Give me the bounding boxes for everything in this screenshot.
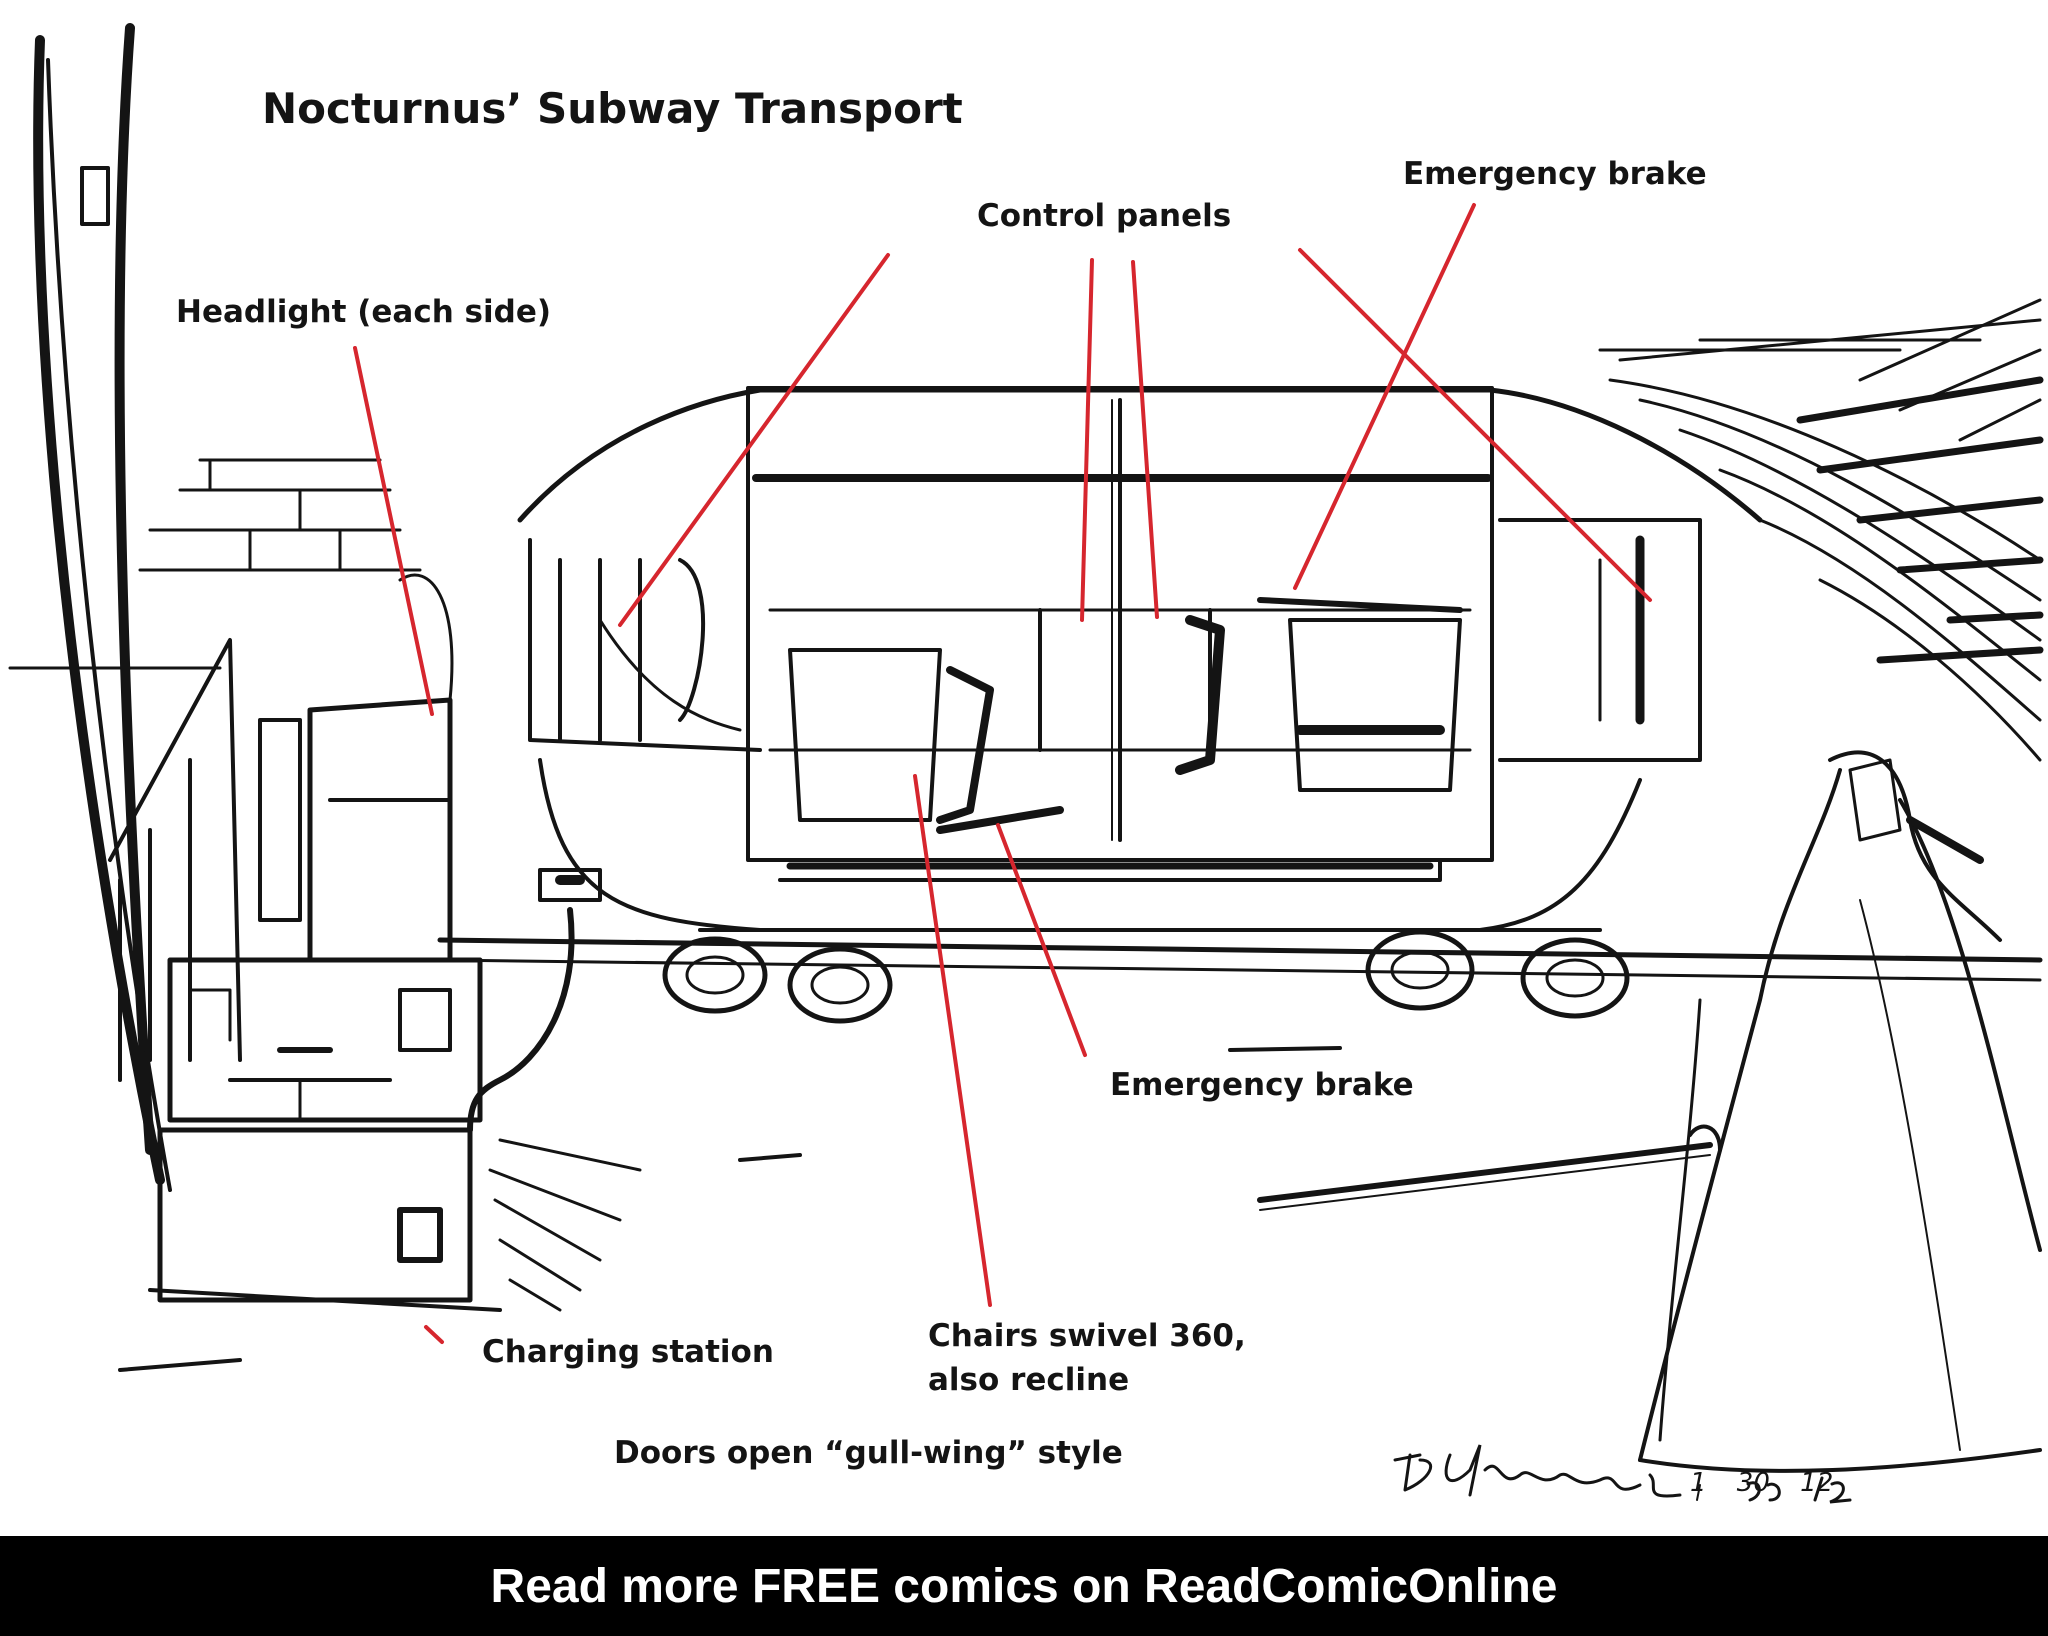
leader-headlight (353, 346, 434, 716)
callout-chairs-line2: also recline (928, 1362, 1130, 1398)
callout-emergency-brake-top: Emergency brake (1403, 156, 1707, 192)
staff (1257, 1124, 1722, 1211)
callout-headlight: Headlight (each side) (176, 294, 552, 330)
callout-leader-lines (353, 203, 1652, 1344)
leader-control-panel-right (1298, 248, 1652, 602)
callout-emergency-brake-bottom: Emergency brake (1110, 1067, 1414, 1103)
ground-hatching (118, 1046, 1342, 1372)
callout-charging-station: Charging station (482, 1334, 774, 1370)
leader-control-panel-center-b (1131, 260, 1159, 619)
charging-station (148, 957, 502, 1312)
callout-control-panels: Control panels (977, 198, 1232, 234)
tunnel-wall-hatching (1598, 298, 2042, 762)
footer-banner: Read more FREE comics on ReadComicOnline (0, 1536, 2048, 1636)
leader-emergency-brake-bottom (996, 823, 1087, 1057)
callout-chairs-line1: Chairs swivel 360, (928, 1318, 1246, 1354)
cloaked-figure (1638, 750, 2042, 1473)
signature (1393, 1444, 1852, 1504)
leader-emergency-brake-top (1293, 203, 1476, 590)
sketch-date: 1 30 12 (1690, 1468, 1834, 1498)
wheels-and-rail (437, 928, 2043, 1024)
footer-link-text[interactable]: Read more FREE comics on ReadComicOnline (490, 1559, 1558, 1613)
leader-charging-station (424, 1325, 444, 1344)
subway-car (517, 386, 1763, 932)
callout-doors: Doors open “gull-wing” style (614, 1435, 1123, 1471)
brick-wall (138, 458, 422, 572)
platform-structure (108, 573, 454, 1082)
leader-control-panel-left (618, 253, 890, 627)
cable-connector (80, 166, 110, 226)
diagram-title: Nocturnus’ Subway Transport (262, 84, 963, 133)
leader-control-panel-center-a (1080, 258, 1094, 622)
charging-cable (467, 868, 602, 1133)
leader-chairs (913, 774, 992, 1307)
tunnel-wall-hatching-dense (1796, 376, 2044, 664)
